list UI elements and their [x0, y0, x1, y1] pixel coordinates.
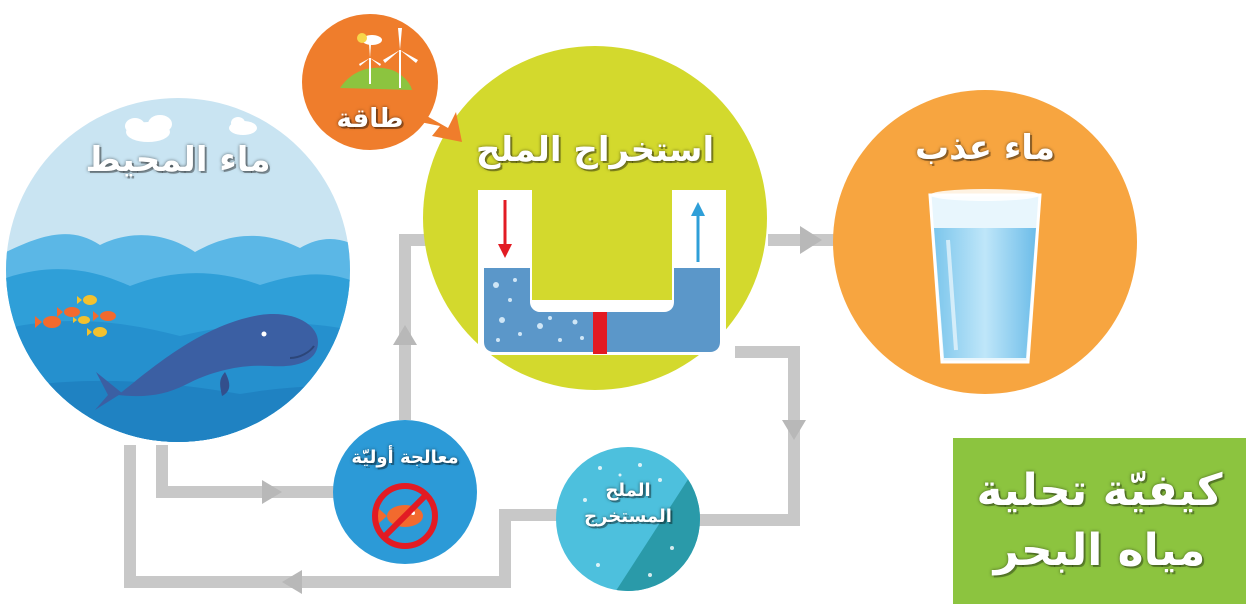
title-line-2: مياه البحر [993, 525, 1206, 576]
bubbles-icon [493, 278, 584, 342]
water-glass-icon [928, 189, 1042, 364]
energy-circle [302, 14, 462, 150]
outflow-arrow [691, 202, 705, 262]
no-fish-icon [372, 483, 438, 549]
ocean-label: ماء المحيط [85, 140, 271, 180]
salt-label-line1: الملح [605, 480, 651, 501]
membrane-diagram [478, 190, 726, 355]
whale-icon [95, 314, 318, 410]
fish-icon [35, 295, 116, 337]
arrow-to-pretreatment [262, 480, 282, 504]
pretreatment-circle [333, 420, 477, 564]
membrane [593, 312, 607, 354]
cloud-icon [125, 115, 257, 142]
flow-arrows [262, 226, 822, 594]
fresh-water-label: ماء عذب [914, 128, 1056, 168]
pipe-ocean-to-pretreatment [156, 445, 335, 498]
arrow-up-to-desalination [393, 325, 417, 345]
salt-label-line2: المستخرج [584, 506, 672, 527]
arrow-down-to-salt [782, 420, 806, 440]
arrow-to-ocean [282, 570, 302, 594]
wind-turbine-icon [340, 28, 418, 90]
desalination-label: استخراج الملح [475, 130, 715, 170]
arrow-to-freshwater [800, 226, 822, 254]
title-line-1: كيفيّة تحلية [976, 465, 1223, 516]
inflow-arrow [498, 200, 512, 258]
bubbles-icon [583, 463, 674, 577]
fresh-water-circle [833, 90, 1137, 394]
desalination-circle [423, 46, 767, 390]
energy-label: طاقة [336, 104, 404, 134]
energy-arrow [420, 112, 462, 142]
title-box: كيفيّة تحلية مياه البحر [953, 438, 1246, 604]
pipe-pretreatment-to-desalination [399, 234, 430, 420]
pipe-salt-to-ocean [124, 445, 558, 588]
pipe-desalination-to-salt [692, 346, 800, 526]
salt-label: الملح المستخرج [570, 478, 686, 530]
pretreatment-label: معالجة أوليّة [351, 447, 459, 468]
